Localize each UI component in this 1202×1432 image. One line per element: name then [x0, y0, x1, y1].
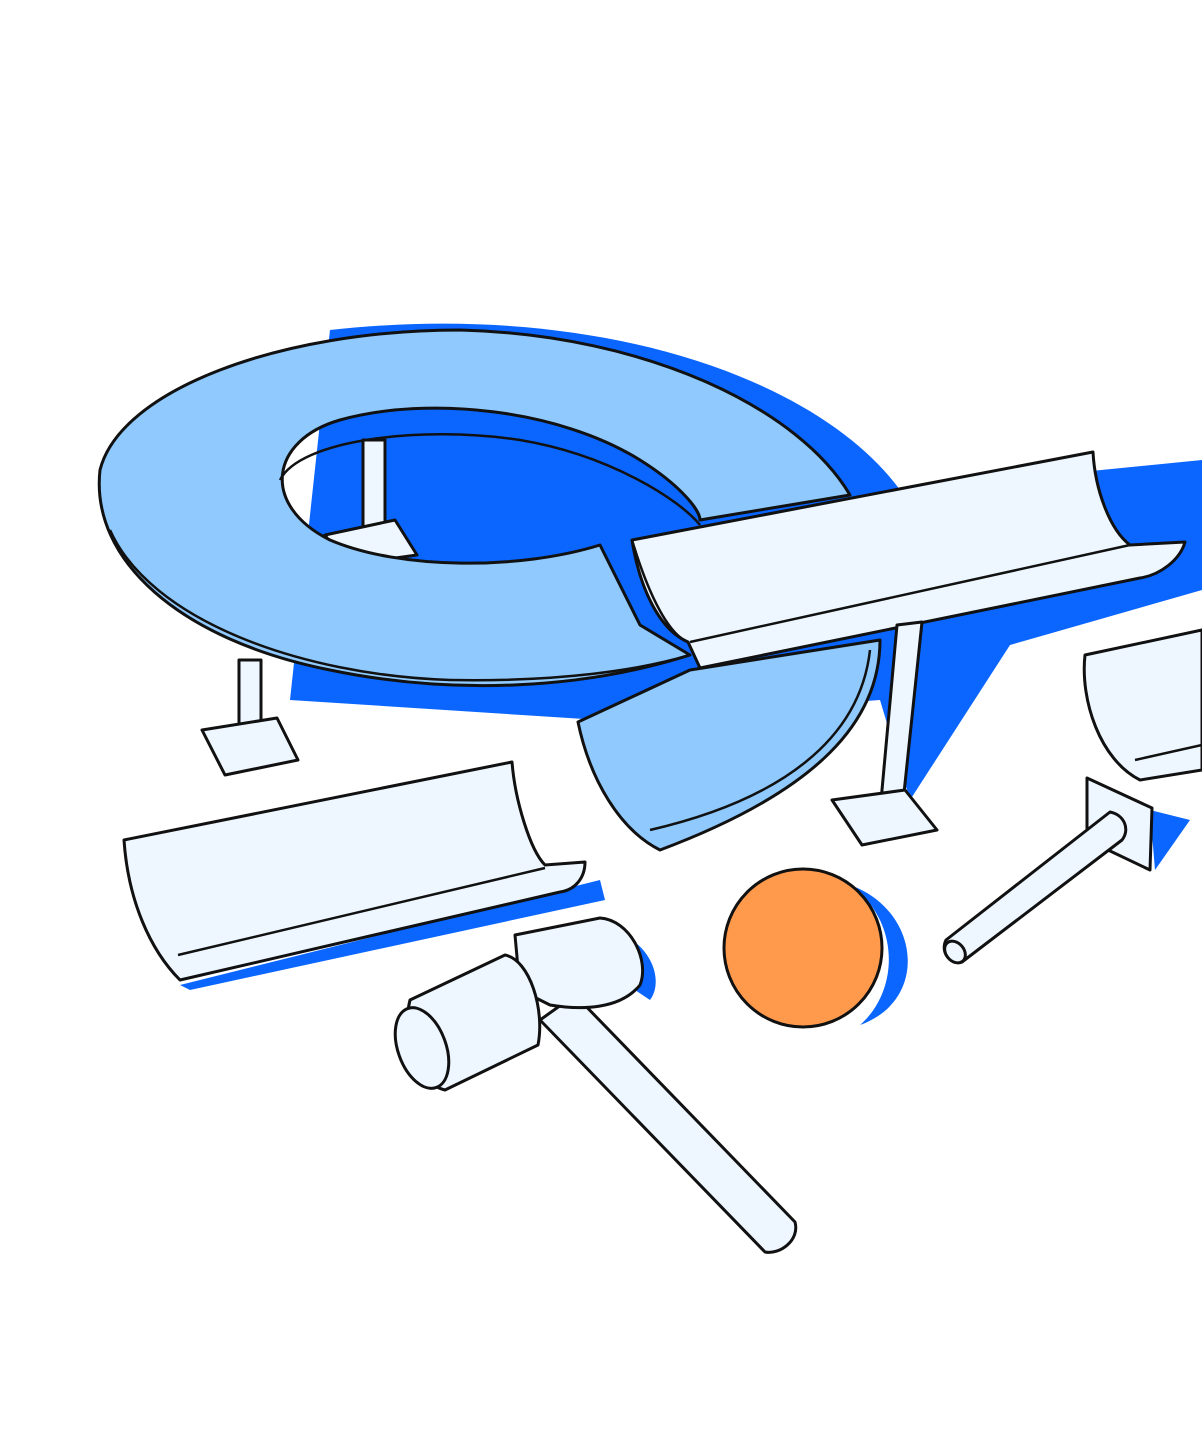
straight-track-top-edge	[630, 539, 689, 644]
left-pole-base	[200, 716, 300, 777]
right-partial-track	[1082, 628, 1202, 782]
right-partial-track-lip	[1134, 743, 1202, 762]
right-pole-base	[830, 788, 939, 847]
spiral-lower-rim	[649, 649, 872, 832]
spiral-lower-segment	[576, 638, 882, 852]
loose-track-left-lip	[177, 866, 546, 957]
peg-plate-shadow	[1150, 810, 1190, 870]
straight-track-top-lip	[689, 543, 1131, 644]
hammer-face	[393, 1006, 451, 1090]
orange-ball	[722, 867, 884, 1029]
hammer-head-right	[513, 916, 645, 1010]
peg-rod	[942, 810, 1128, 964]
peg-rod-end	[943, 939, 967, 965]
hammer-handle	[538, 993, 798, 1254]
spiral-hole-rim	[278, 433, 701, 526]
loose-track-left	[122, 760, 587, 982]
straight-track-top	[630, 450, 1187, 670]
ball-shadow	[850, 885, 908, 1025]
spiral-inner-rim	[108, 529, 691, 682]
spiral-track	[97, 328, 852, 688]
